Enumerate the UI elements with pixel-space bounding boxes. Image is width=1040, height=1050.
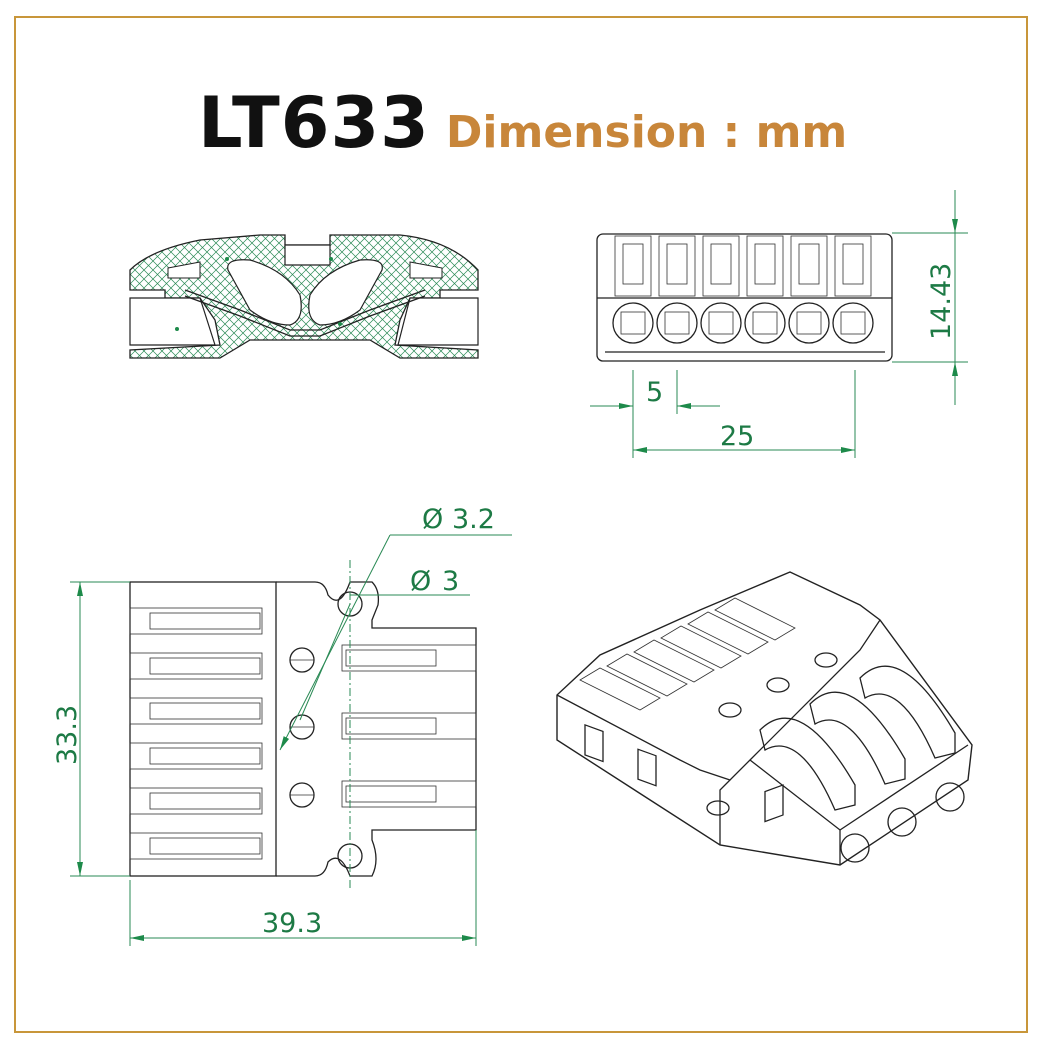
lever-window xyxy=(622,243,644,285)
wire-entry-hole xyxy=(656,302,698,344)
iso-lever xyxy=(687,611,769,655)
dim-hole-small: 3 xyxy=(442,566,459,597)
iso-lever-large xyxy=(859,665,956,759)
lever-slot-inner xyxy=(149,612,261,630)
lever xyxy=(658,235,696,297)
lever-slot-inner xyxy=(149,657,261,675)
iso-lever xyxy=(660,625,742,669)
wire-entry-slot xyxy=(620,311,646,335)
lever-slot xyxy=(129,652,263,680)
drawing-frame xyxy=(14,16,1028,1033)
lever-slot-inner xyxy=(149,702,261,720)
dimension-lines xyxy=(70,190,968,946)
lever xyxy=(790,235,828,297)
lever-slot xyxy=(341,780,477,808)
diameter-symbol-small: Ø xyxy=(410,566,431,597)
lever-window xyxy=(666,243,688,285)
lever-slot-inner xyxy=(345,785,437,803)
iso-lever xyxy=(633,639,715,683)
lever xyxy=(702,235,740,297)
iso-lever xyxy=(714,597,796,641)
lever-slot-inner xyxy=(345,649,437,667)
dim-depth: 33.3 xyxy=(52,705,83,765)
lever-slot xyxy=(129,742,263,770)
lever-slot-inner xyxy=(149,837,261,855)
iso-lever xyxy=(606,653,688,697)
wire-entry-slot xyxy=(840,311,866,335)
dim-length: 39.3 xyxy=(262,908,322,939)
lever-window xyxy=(798,243,820,285)
front-view xyxy=(596,233,893,362)
unit-label: Dimension : mm xyxy=(445,107,848,158)
lever-slot xyxy=(129,697,263,725)
wire-entry-hole xyxy=(612,302,654,344)
lever-slot xyxy=(129,607,263,635)
wire-entry-hole xyxy=(700,302,742,344)
lever-slot xyxy=(341,712,477,740)
lever xyxy=(746,235,784,297)
isometric-view xyxy=(556,571,973,866)
wire-entry-hole xyxy=(832,302,874,344)
top-view xyxy=(129,581,477,877)
iso-lever-large xyxy=(809,691,906,785)
lever xyxy=(614,235,652,297)
wire-entry-slot xyxy=(796,311,822,335)
lever-window xyxy=(754,243,776,285)
section-view xyxy=(129,234,479,359)
lever-window xyxy=(710,243,732,285)
lever-slot-inner xyxy=(149,792,261,810)
lever-slot xyxy=(129,832,263,860)
dim-front-width: 25 xyxy=(720,421,754,452)
wire-entry-hole xyxy=(788,302,830,344)
lever xyxy=(834,235,872,297)
wire-entry-slot xyxy=(752,311,778,335)
dim-pitch: 5 xyxy=(646,377,663,408)
title: LT633 Dimension : mm xyxy=(198,82,847,164)
wire-entry-slot xyxy=(708,311,734,335)
iso-lever-large xyxy=(759,717,856,811)
lever-slot xyxy=(129,787,263,815)
lever-slot-inner xyxy=(345,717,437,735)
iso-lever xyxy=(579,667,661,711)
dim-height: 14.43 xyxy=(926,263,957,340)
wire-entry-hole xyxy=(744,302,786,344)
dim-hole-large: 3.2 xyxy=(452,504,495,535)
lever-slot xyxy=(341,644,477,672)
model-number: LT633 xyxy=(198,82,430,164)
lever-slot-inner xyxy=(149,747,261,765)
wire-entry-slot xyxy=(664,311,690,335)
diameter-symbol-large: Ø xyxy=(422,504,443,535)
lever-window xyxy=(842,243,864,285)
